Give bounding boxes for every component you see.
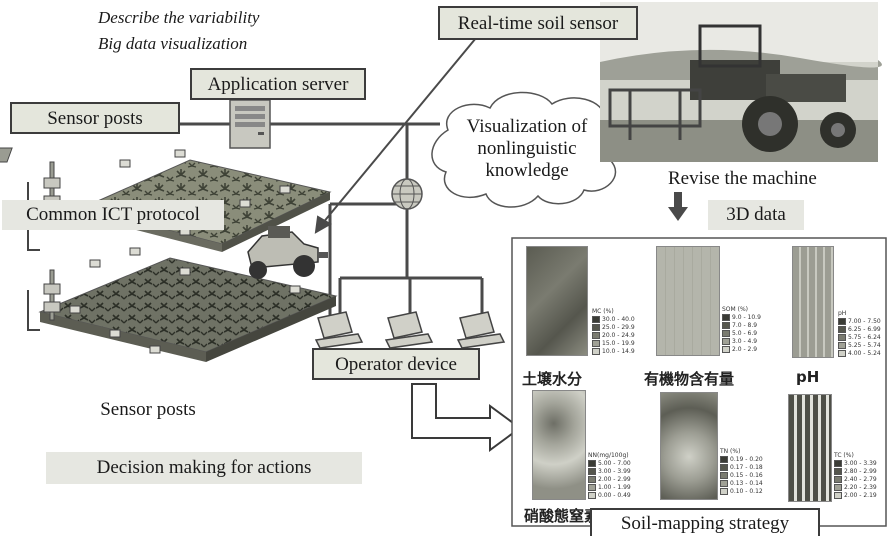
sensor-posts-top-label: Sensor posts [10, 102, 180, 134]
map-som [656, 246, 720, 356]
map-mc [526, 246, 588, 356]
data-3d-label: 3D data [708, 200, 804, 230]
note-variability: Describe the variability [98, 8, 260, 27]
map-ph [792, 246, 834, 358]
solar-sensor-posts [0, 147, 61, 321]
revise-machine-label: Revise the machine [668, 168, 817, 189]
decision-label: Decision making for actions [46, 452, 362, 484]
map-nn [532, 390, 586, 500]
sensor-posts-bottom-label: Sensor posts [78, 394, 218, 426]
caption-soil-moisture: 土壌水分 [522, 370, 583, 388]
application-server-label: Application server [190, 68, 366, 100]
cloud-text: Visualization of nonlinguistic knowledge [466, 116, 588, 181]
legend-som: SOM (%) 9.0 - 10.9 7.0 - 8.9 5.0 - 6.9 3… [722, 306, 761, 354]
server-icon [229, 99, 271, 149]
map-tc [788, 394, 832, 502]
down-arrow [668, 192, 688, 221]
legend-mc: MC (%) 30.0 - 40.0 25.0 - 29.9 20.0 - 24… [592, 308, 635, 356]
legend-nn: NN(mg/100g) 5.00 - 7.00 3.00 - 3.99 2.00… [588, 452, 631, 500]
caption-organic-matter: 有機物含有量 [644, 370, 735, 388]
note-big-data: Big data visualization [98, 34, 248, 53]
globe-icon [391, 178, 423, 210]
legend-ph: pH 7.00 - 7.50 6.25 - 6.99 5.75 - 6.24 5… [838, 310, 881, 358]
operator-device-label: Operator device [312, 348, 480, 380]
map-tn [660, 392, 718, 500]
hollow-arrow [411, 383, 522, 452]
legend-tn: TN (%) 0.19 - 0.20 0.17 - 0.18 0.15 - 0.… [720, 448, 763, 496]
tractor-photo [600, 2, 882, 162]
soil-mapping-label: Soil-mapping strategy [590, 508, 820, 536]
sensor-arrow [314, 37, 477, 234]
legend-tc: TC (%) 3.00 - 3.39 2.80 - 2.99 2.40 - 2.… [834, 452, 877, 500]
laptop-icons [314, 311, 506, 349]
realtime-sensor-label: Real-time soil sensor [438, 6, 638, 40]
cloud-shape [431, 91, 624, 208]
caption-nitrate-nitrogen: 硝酸態窒素 [524, 507, 600, 525]
caption-ph: pH [796, 368, 820, 386]
common-ict-label: Common ICT protocol [2, 200, 224, 230]
field-post-dots [69, 149, 301, 354]
small-tractor-icon [247, 226, 328, 279]
